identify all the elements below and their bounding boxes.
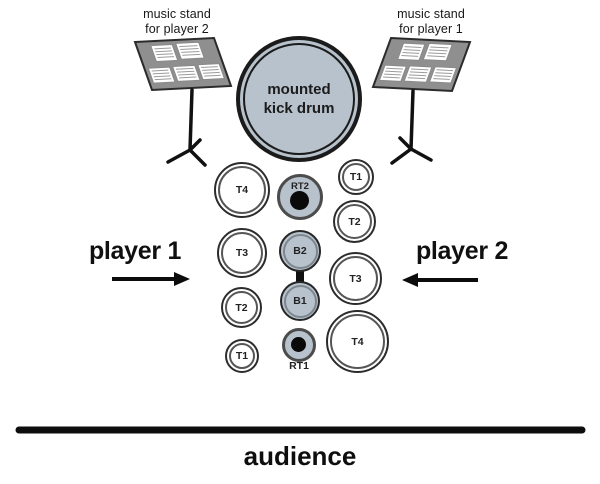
- drum-label: T4: [235, 184, 249, 196]
- player2-arrow-icon: [402, 273, 478, 287]
- stand-pole: [188, 88, 194, 152]
- stand-tripod: [166, 138, 207, 167]
- rototom-RT1: [282, 328, 316, 362]
- player1-label: player 1: [88, 237, 182, 265]
- music-stand-right-icon: [373, 38, 470, 165]
- mounted-kick-drum: mounted kick drum: [236, 36, 362, 162]
- sheet-music-lines: [144, 45, 221, 80]
- drum-label: T1: [235, 350, 249, 362]
- drum-label: B1: [293, 295, 307, 307]
- music-stand-right-label: music stand for player 1: [366, 7, 496, 37]
- rototom-center-dot: [290, 191, 309, 210]
- drum-label: T3: [235, 247, 249, 259]
- drum-label: B2: [293, 245, 307, 257]
- rototom-center-dot: [291, 337, 306, 352]
- rototom-RT1-label: RT1: [279, 360, 319, 372]
- tom-right-T4: T4: [326, 310, 389, 373]
- bongo-B1: B1: [280, 281, 320, 321]
- tom-left-T3: T3: [217, 228, 267, 278]
- tom-left-T1: T1: [225, 339, 259, 373]
- drum-label: T4: [351, 335, 364, 348]
- tom-right-T1: T1: [338, 159, 374, 195]
- player2-label: player 2: [415, 237, 509, 265]
- drum-label: RT2: [291, 181, 309, 192]
- audience-label: audience: [243, 441, 357, 471]
- tom-right-T3: T3: [329, 252, 382, 305]
- music-stand-desk: [373, 38, 470, 91]
- drum-label: T1: [349, 171, 363, 183]
- drum-label: T3: [349, 272, 362, 285]
- bongo-B2: B2: [279, 230, 321, 272]
- tom-left-T4: T4: [214, 162, 270, 218]
- music-stand-left-icon: [135, 38, 231, 167]
- stand-label-line: music stand: [397, 7, 465, 21]
- drum-label: RT1: [289, 360, 309, 372]
- stand-label-line: music stand: [143, 7, 211, 21]
- music-stand-left-label: music stand for player 2: [112, 7, 242, 37]
- kick-label-line: mounted: [267, 80, 331, 98]
- drum-label: T2: [235, 301, 248, 314]
- stand-label-line: for player 1: [399, 21, 463, 36]
- stand-label-line: for player 2: [145, 21, 209, 36]
- tom-left-T2: T2: [221, 287, 262, 328]
- kick-label-line: kick drum: [263, 100, 335, 117]
- stand-pole: [409, 89, 415, 151]
- kick-drum-label: mounted kick drum: [264, 80, 335, 119]
- drum-label: T2: [348, 215, 361, 228]
- tom-right-T2: T2: [333, 200, 376, 243]
- sheet-music-lines: [383, 45, 461, 80]
- music-stand-desk: [135, 38, 231, 90]
- stand-tripod: [390, 136, 433, 165]
- bongo-connector: [296, 266, 304, 286]
- player1-arrow-icon: [112, 272, 190, 286]
- rototom-RT2: RT2: [277, 174, 323, 220]
